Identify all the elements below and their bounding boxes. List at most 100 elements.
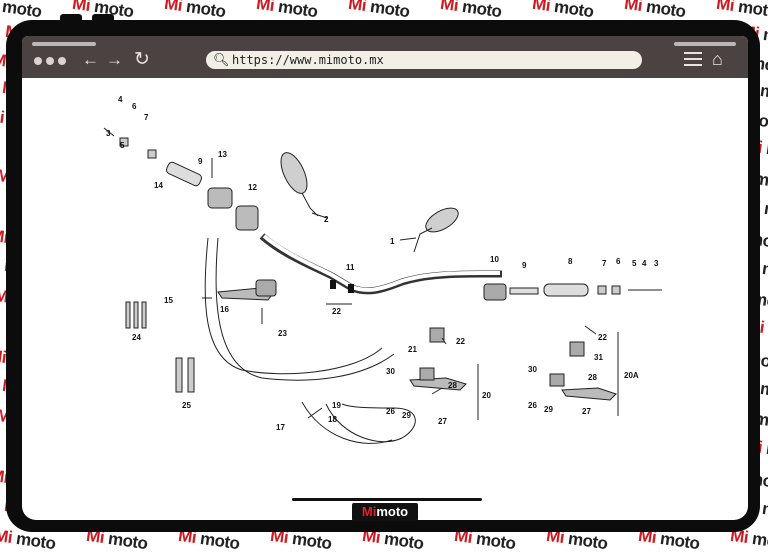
part-label: 28 [448,381,457,390]
window-dot [46,57,54,65]
part-label: 30 [528,365,537,374]
throttle-cable [204,237,383,375]
device-notch [60,14,82,24]
part-label: 5 [120,141,125,150]
device-notch [92,14,114,24]
part-label: 22 [598,333,607,342]
brake-line-return [301,401,393,444]
throttle-tube [509,287,539,295]
bar-end-cap [611,285,621,295]
part-label: 4 [118,95,123,104]
window-dot [34,57,42,65]
part-label: 2 [324,215,329,224]
watermark-text: Mi moto [347,0,411,22]
tab-strip [32,42,96,46]
home-indicator[interactable] [292,498,482,501]
part-label: 15 [164,296,173,305]
search-icon: 🔍︎ [213,52,230,67]
handlebar-band [348,284,354,293]
bar-end-bolt [103,127,115,137]
bar-end-cap [119,137,129,147]
url-text[interactable]: https://www.mimoto.mx [232,53,384,67]
watermark-text: Mi moto [163,0,227,22]
left-mirror-stem [301,192,319,217]
bar-end-weight [147,149,157,159]
lever-pivot [549,373,565,387]
handlebar [259,233,502,295]
part-label: 17 [276,423,285,432]
watermark-text: Mi moto [715,0,768,22]
part-label: 29 [402,411,411,420]
part-label: 23 [278,329,287,338]
part-label: 22 [456,337,465,346]
brake-line [325,403,416,443]
part-label: 1 [390,237,395,246]
right-switch-housing [235,205,259,231]
part-label: 10 [490,255,499,264]
part-label: 11 [346,263,355,272]
lever-bracket [255,279,277,297]
part-label: 18 [328,415,337,424]
part-label: 12 [248,183,257,192]
brake-lever [409,377,467,391]
brake-lever [561,387,617,401]
browser-window: ← → ↻ 🔍︎ https://www.mimoto.mx ⌂ [22,36,748,520]
bolt [125,301,131,329]
mimoto-logo: Mimoto [352,503,418,521]
reload-icon[interactable]: ↻ [134,49,150,70]
part-label: 27 [582,407,591,416]
right-mirror-stem [413,227,433,253]
part-label: 6 [132,102,137,111]
watermark-text: Mi moto [623,0,687,22]
part-label: 5 [632,259,637,268]
part-label: 20A [624,371,639,380]
part-label: 28 [588,373,597,382]
part-label: 21 [408,345,417,354]
left-switch-housing [207,187,233,209]
part-label: 27 [438,417,447,426]
watermark-text: Mi moto [0,0,43,22]
part-label: 26 [528,401,537,410]
watermark-text: Mi moto [531,0,595,22]
bolt [141,301,147,329]
bolt [133,301,139,329]
part-label: 8 [568,257,573,266]
arrow-right-icon[interactable]: → [106,50,123,69]
part-label: 16 [220,305,229,314]
home-icon[interactable]: ⌂ [712,49,723,69]
part-label: 24 [132,333,141,342]
right-mirror [425,207,459,233]
bracket [187,357,195,393]
handlebar-highlight [262,234,500,292]
bar-end-weight [597,285,607,295]
part-label: 3 [106,129,111,138]
exploded-parts-diagram: 4 6 7 3 5 9 13 14 12 2 1 11 10 9 8 7 6 5… [103,95,662,444]
address-bar[interactable]: 🔍︎ https://www.mimoto.mx [206,51,642,69]
watermark-text: Mi moto [255,0,319,22]
left-mirror [280,152,308,194]
left-grip [165,161,203,187]
part-label: 7 [144,113,149,122]
master-cylinder [429,327,445,343]
part-label: 30 [386,367,395,376]
part-label: 7 [602,259,607,268]
leader-lines [202,158,597,419]
tab-strip [674,42,736,46]
handlebar-band [330,280,336,289]
right-grip [543,283,589,297]
hamburger-menu-icon[interactable] [684,52,702,70]
bracket [175,357,183,393]
part-label: 26 [386,407,395,416]
arrow-left-icon[interactable]: ← [82,50,99,69]
part-label: 29 [544,405,553,414]
part-label: 3 [654,259,659,268]
part-label: 13 [218,150,227,159]
part-label: 14 [154,181,163,190]
part-label: 6 [616,257,621,266]
window-dot [58,57,66,65]
part-label: 22 [332,307,341,316]
master-cylinder [569,341,585,357]
throttle-housing [483,283,507,301]
part-label: 19 [332,401,341,410]
part-label: 20 [482,391,491,400]
